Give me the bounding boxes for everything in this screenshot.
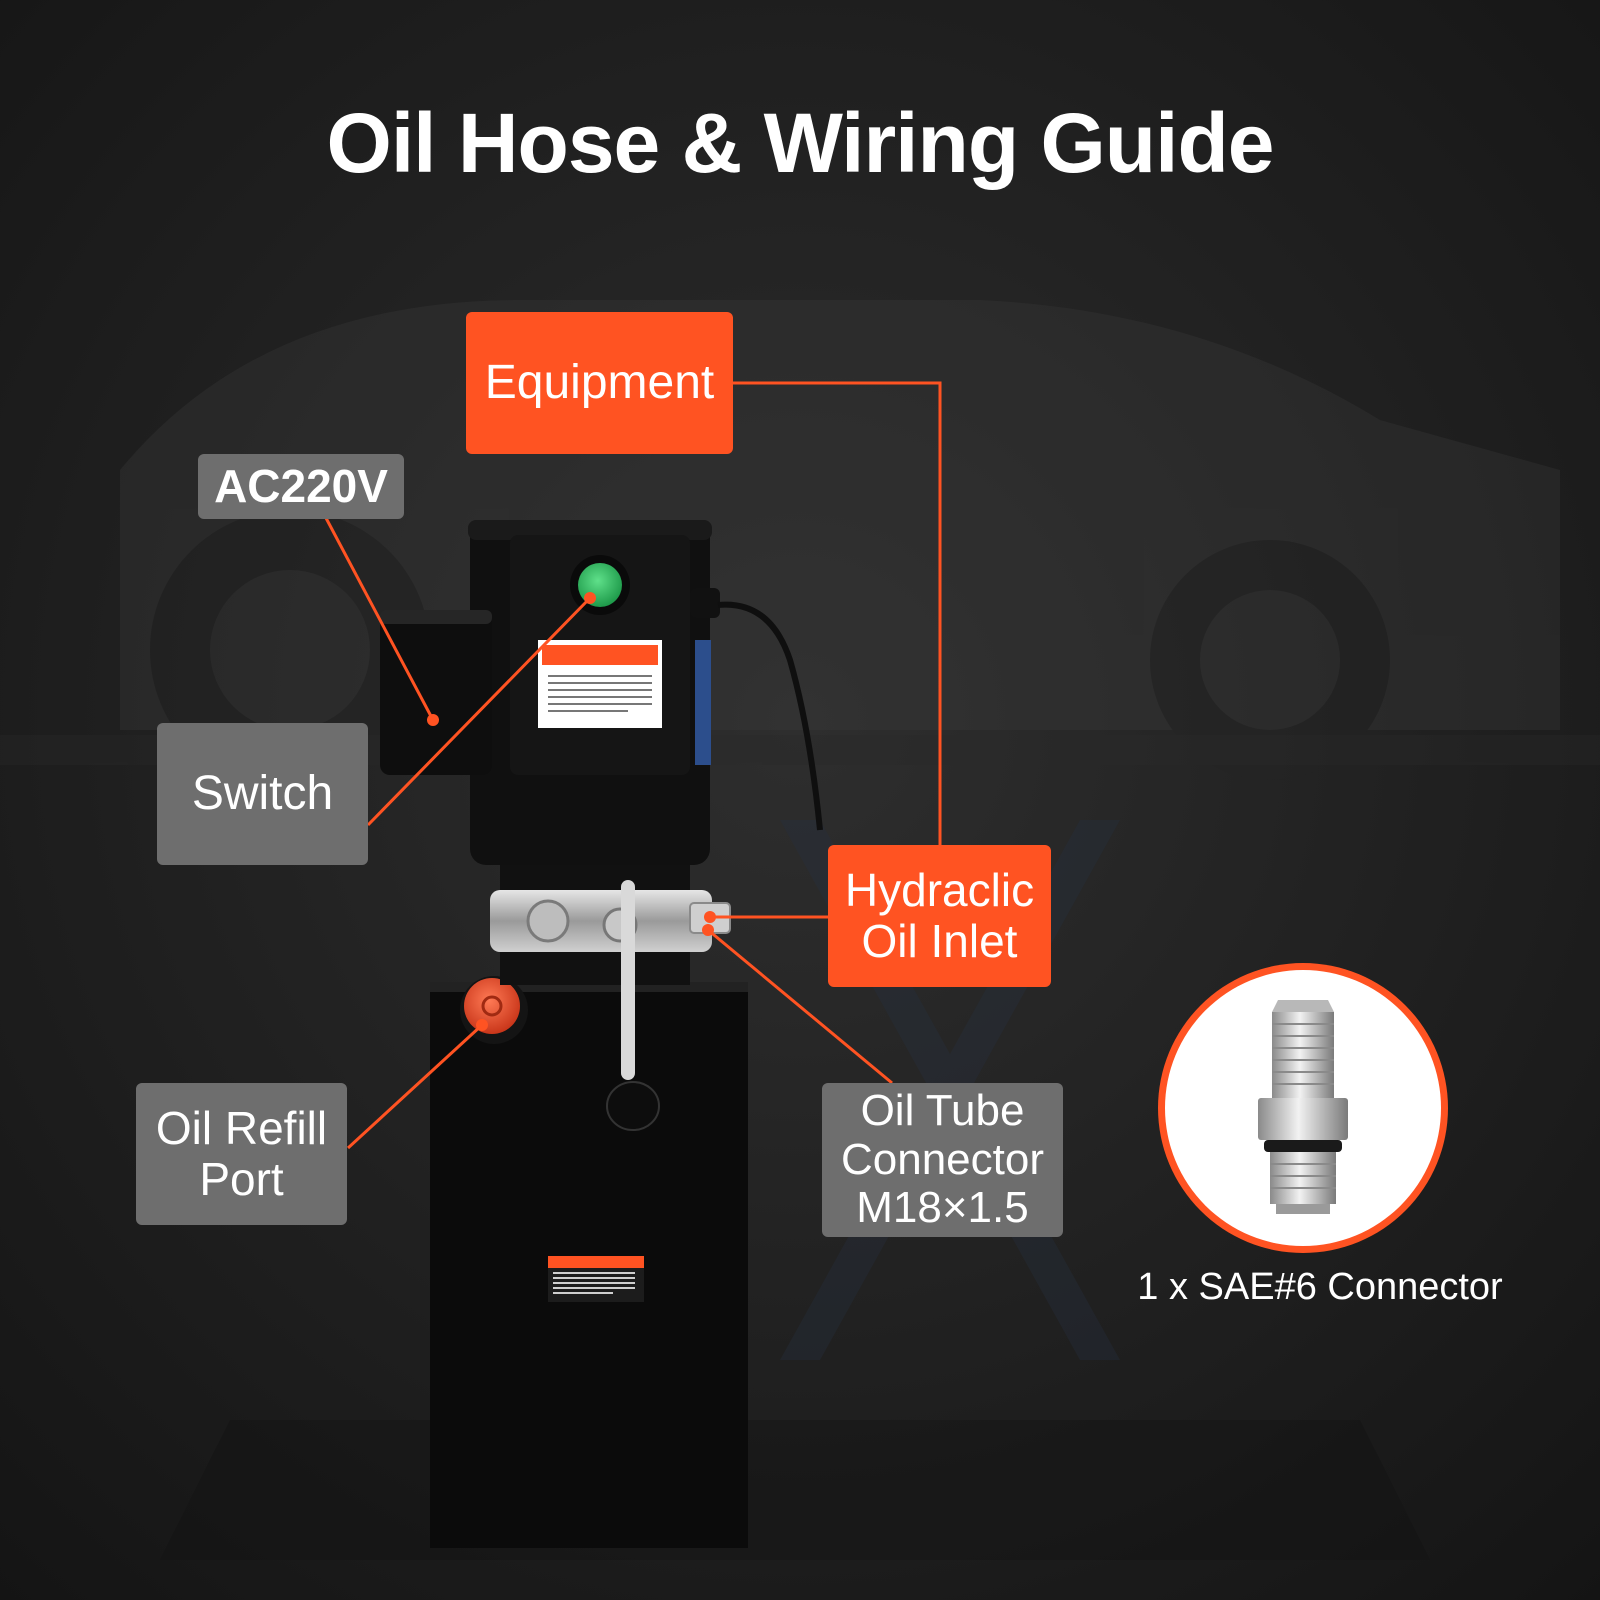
page-title: Oil Hose & Wiring Guide	[326, 96, 1275, 190]
oil-refill-label-line1: Oil Refill	[155, 1102, 328, 1155]
ac220v-line	[324, 517, 435, 721]
hydraulic-inlet-label: Hydraclic Oil Inlet	[828, 845, 1051, 987]
callout-dots	[427, 592, 716, 1031]
oil-refill-line	[346, 1023, 484, 1150]
switch-label: Switch	[157, 723, 368, 865]
oil-tube-label-line1: Oil Tube	[860, 1086, 1025, 1136]
oil-tube-line	[707, 928, 893, 1085]
equipment-label: Equipment	[466, 312, 733, 454]
power-cable	[717, 601, 823, 831]
callout-lines	[324, 381, 942, 1150]
equipment-label-text: Equipment	[484, 355, 715, 409]
switch-line	[366, 596, 592, 827]
oil-tube-connector-label: Oil Tube Connector M18×1.5	[822, 1083, 1063, 1237]
motor-nameplate	[695, 640, 711, 765]
valve-block	[490, 890, 712, 952]
connector-caption: 1 x SAE#6 Connector	[1137, 1266, 1503, 1308]
side-cover	[380, 610, 492, 775]
oil-refill-label-line2: Port	[199, 1153, 284, 1205]
valve-handle	[621, 880, 635, 1080]
oil-tube-label-line2: Connector	[840, 1134, 1044, 1184]
equipment-line	[730, 381, 942, 848]
hydraulic-inlet-label-line2: Oil Inlet	[861, 915, 1018, 967]
sae-connector-fitting	[1258, 1000, 1348, 1214]
switch-label-text: Switch	[191, 766, 334, 820]
oil-tube-label-line3: M18×1.5	[856, 1183, 1029, 1233]
oil-refill-label: Oil Refill Port	[136, 1083, 347, 1225]
hydraulic-inlet-label-line1: Hydraclic	[844, 864, 1035, 917]
ac220v-label-text: AC220V	[214, 460, 388, 513]
oil-refill-cap	[464, 978, 520, 1034]
ac220v-label: AC220V	[198, 454, 404, 519]
